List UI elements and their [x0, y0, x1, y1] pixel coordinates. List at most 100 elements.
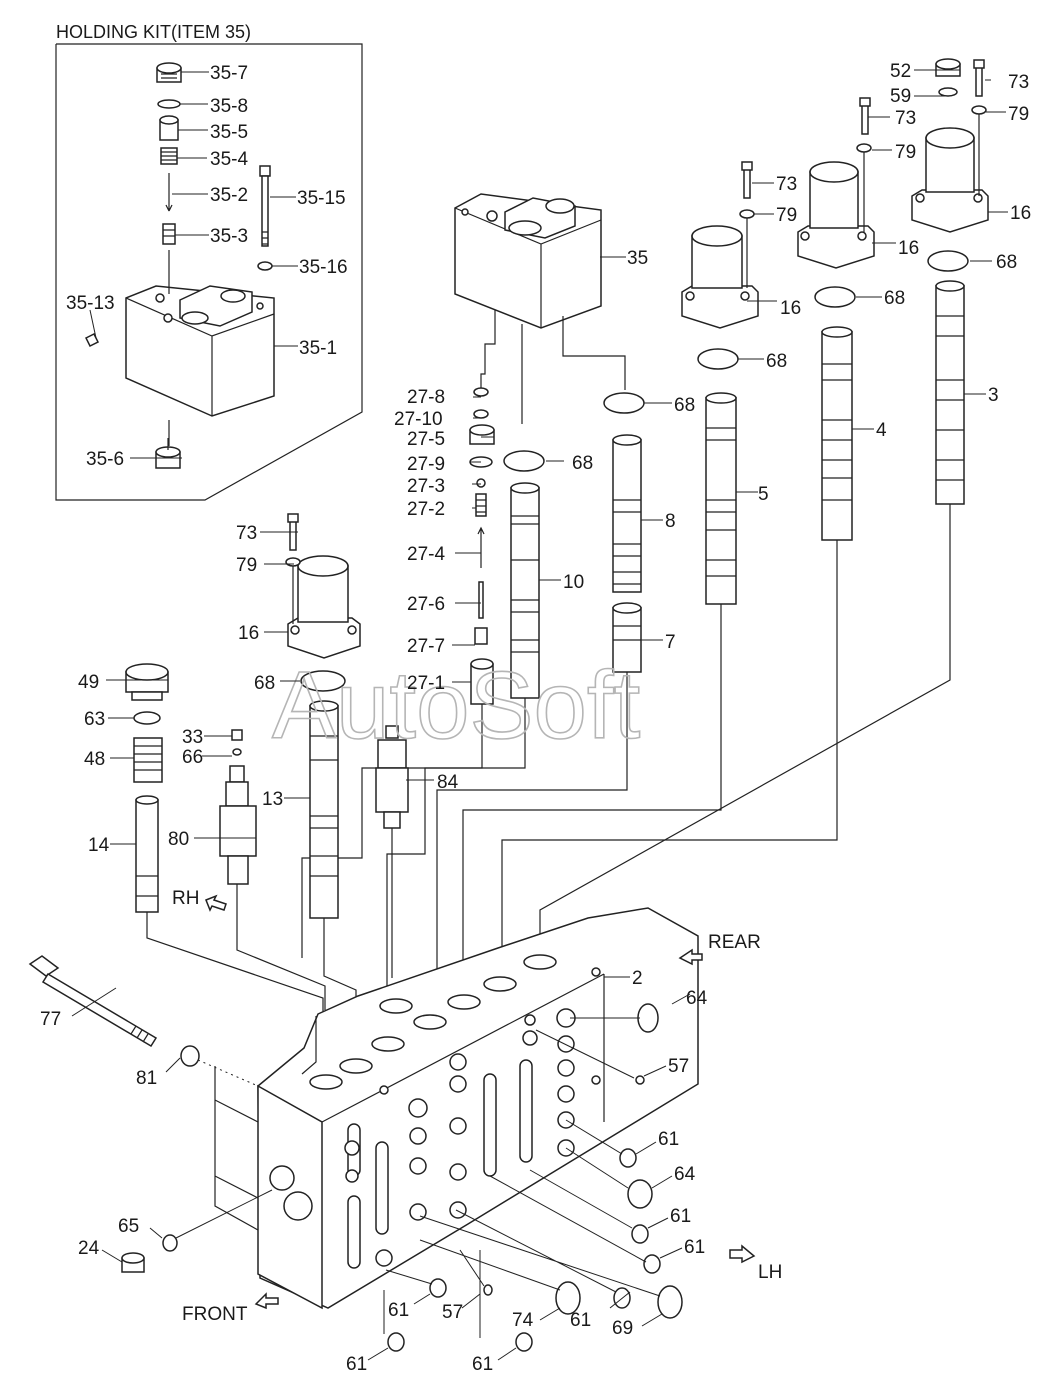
plug-52 [935, 58, 961, 77]
callout: 65 [118, 1216, 139, 1237]
pin-35-2 [165, 173, 173, 212]
callout: 66 [182, 747, 203, 768]
direction-markers: RH REAR LH FRONT [172, 888, 782, 1325]
callout: 27-5 [407, 429, 445, 450]
callout: 79 [236, 555, 257, 576]
callout: 16 [780, 298, 801, 319]
spool-10 [386, 482, 540, 994]
direction-lh: LH [758, 1262, 782, 1283]
callout: 27-3 [407, 476, 445, 497]
callout: 77 [40, 1009, 61, 1030]
callout: 35-8 [210, 96, 248, 117]
callout: 27-6 [407, 594, 445, 615]
callout: 68 [996, 252, 1017, 273]
spool-3 [539, 280, 965, 950]
callout: 3 [988, 385, 999, 406]
spool-8 [612, 434, 642, 593]
plug-24 [121, 1252, 145, 1273]
o-ring-68-f [300, 670, 346, 692]
callout: 68 [254, 673, 275, 694]
washer-35-16 [257, 261, 273, 271]
callout: 80 [168, 829, 189, 850]
relief-valve-84 [375, 725, 409, 978]
callout: 16 [1010, 203, 1031, 224]
callout: 48 [84, 749, 105, 770]
callout: 35-16 [299, 257, 348, 278]
callout: 35-2 [210, 185, 248, 206]
callout: 61 [346, 1354, 367, 1375]
callout: 79 [895, 142, 916, 163]
o-ring-68-d [814, 286, 856, 308]
callout: 27-1 [407, 673, 445, 694]
callout: 61 [684, 1237, 705, 1258]
poppet-35-5 [159, 115, 179, 141]
callout: 73 [776, 174, 797, 195]
holding-kit-inset: HOLDING KIT(ITEM 35) [55, 22, 363, 501]
callout: 64 [686, 988, 708, 1009]
spring-48 [133, 737, 163, 783]
callout: 61 [388, 1300, 409, 1321]
callout: 35 [627, 248, 648, 269]
direction-front: FRONT [182, 1304, 248, 1325]
callout: 35-15 [297, 188, 346, 209]
holding-kit-title: HOLDING KIT(ITEM 35) [56, 22, 251, 42]
callout: 33 [182, 727, 203, 748]
callout: 68 [884, 288, 905, 309]
direction-rh: RH [172, 888, 199, 909]
callout: 35-4 [210, 149, 248, 170]
callout: 4 [876, 420, 887, 441]
o-ring-68-b [603, 392, 645, 414]
pilot-cap-16-c [911, 127, 989, 233]
piston-14 [135, 795, 324, 1022]
callout: 81 [136, 1068, 157, 1089]
callout: 10 [563, 572, 584, 593]
callout: 73 [236, 523, 257, 544]
bolt-35-15 [259, 165, 271, 247]
tie-bolt-77 [28, 955, 158, 1048]
callout: 68 [766, 351, 787, 372]
pilot-cap-16-a [681, 225, 759, 329]
plug-35-6 [155, 438, 181, 469]
callout: 35-3 [210, 226, 248, 247]
callout: 35-1 [299, 338, 337, 359]
callout: 35-6 [86, 449, 124, 470]
direction-rear: REAR [708, 932, 761, 953]
spool-5 [462, 392, 737, 1010]
callout: 27-9 [407, 454, 445, 475]
poppet-stack-27 [301, 387, 495, 958]
relief-valve-80 [219, 729, 326, 1010]
o-rings-body [162, 1003, 683, 1352]
callout: 16 [238, 623, 259, 644]
leader-lines [71, 69, 1008, 1361]
callout: 5 [758, 484, 769, 505]
o-ring-63 [133, 711, 161, 725]
spool-4 [501, 326, 853, 950]
arrow-icon [254, 1292, 279, 1310]
callout: 73 [895, 108, 916, 129]
o-ring-68-a [503, 450, 545, 472]
washer-81 [180, 1045, 200, 1067]
plug-35-3 [162, 223, 176, 245]
callout: 27-8 [407, 387, 445, 408]
callout: 27-10 [394, 409, 443, 430]
callout: 8 [665, 511, 676, 532]
callout: 79 [1008, 104, 1029, 125]
callout: 35-5 [210, 122, 248, 143]
o-ring-59 [938, 87, 958, 97]
callout: 2 [632, 968, 643, 989]
callout: 61 [670, 1206, 691, 1227]
main-valve-body-2 [257, 907, 699, 1310]
callout: 61 [472, 1354, 493, 1375]
callout: 59 [890, 86, 911, 107]
callout-labels: 35-7 35-8 35-5 35-4 35-2 35-15 35-3 35-1… [40, 61, 1031, 1375]
callout: 49 [78, 672, 99, 693]
o-ring-35-8 [157, 99, 181, 109]
callout: 16 [898, 238, 919, 259]
spool-13 [309, 700, 357, 1030]
spring-35-4 [160, 147, 178, 165]
o-ring-68-c [697, 348, 739, 370]
plug-35-7 [156, 62, 182, 83]
callout: 27-7 [407, 636, 445, 657]
callout: 52 [890, 61, 911, 82]
